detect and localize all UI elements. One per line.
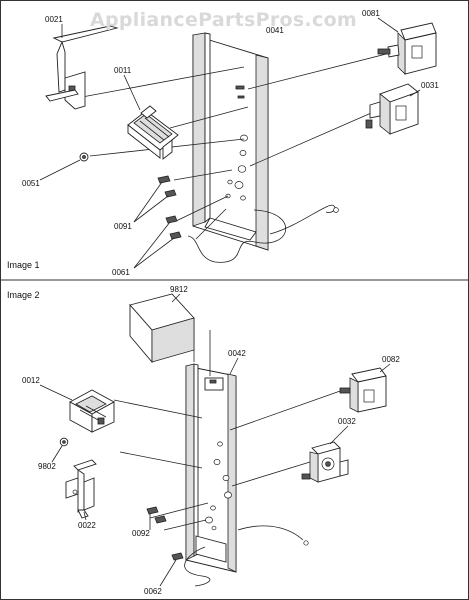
label-0032: 0032 <box>338 417 356 426</box>
label-0091: 0091 <box>114 222 132 231</box>
screw-0051 <box>79 152 89 162</box>
cover-9812 <box>129 293 195 364</box>
control-panel-0041 <box>192 32 269 251</box>
screw-0062 <box>171 552 184 561</box>
label-9812: 9812 <box>170 285 188 294</box>
label-0062: 0062 <box>144 587 162 596</box>
label-0051: 0051 <box>22 179 40 188</box>
cover-0011 <box>127 105 179 160</box>
label-0092: 0092 <box>132 529 150 538</box>
control-0082 <box>339 367 387 413</box>
image-2-leaders <box>113 318 344 587</box>
image-1-panel <box>45 22 437 263</box>
label-0042: 0042 <box>228 349 246 358</box>
panel-title-image-1: Image 1 <box>7 260 40 270</box>
label-9802: 9802 <box>38 462 56 471</box>
callout-labels: Image 1 Image 2 0021 0041 0081 0011 0031… <box>7 9 439 596</box>
screws-0091 <box>157 175 177 198</box>
screws-0092 <box>146 506 167 524</box>
label-leader-stubs <box>39 17 421 587</box>
label-0022: 0022 <box>78 521 96 530</box>
label-0011: 0011 <box>114 66 132 75</box>
screw-9802 <box>59 437 69 447</box>
panel-title-image-2: Image 2 <box>7 290 40 300</box>
bracket-0021 <box>45 25 119 110</box>
watermark-text: AppliancePartsPros.com <box>90 9 357 31</box>
label-0031: 0031 <box>421 81 439 90</box>
control-panel-0042 <box>185 363 237 573</box>
label-0041: 0041 <box>266 26 284 35</box>
label-0082: 0082 <box>382 355 400 364</box>
bracket-0022 <box>65 459 97 519</box>
control-0081 <box>377 22 437 75</box>
image-2-panel <box>59 293 387 587</box>
screws-0061 <box>165 215 182 240</box>
cover-0012 <box>69 389 115 433</box>
label-0061: 0061 <box>112 268 130 277</box>
control-0032 <box>301 441 349 483</box>
label-0012: 0012 <box>22 376 40 385</box>
control-0031 <box>365 83 419 135</box>
label-0021: 0021 <box>45 15 63 24</box>
image-1-leaders <box>81 52 391 263</box>
label-0081: 0081 <box>362 9 380 18</box>
